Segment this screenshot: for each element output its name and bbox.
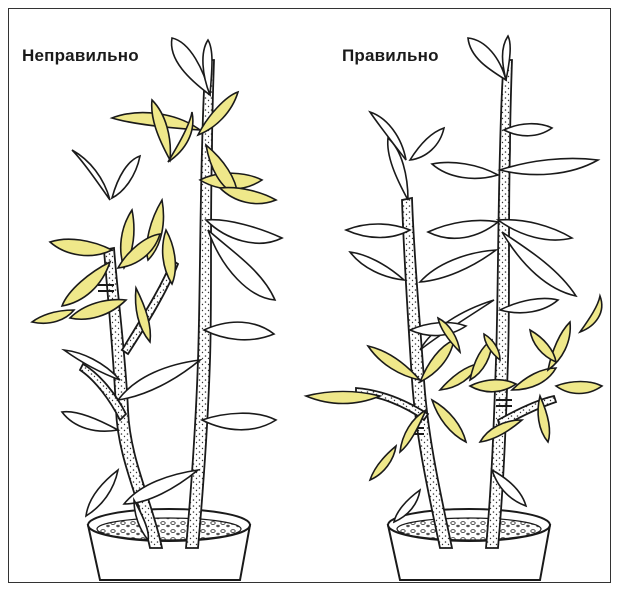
leaves-white-right xyxy=(346,36,598,522)
leaves-white-left xyxy=(62,38,282,540)
plant-incorrect xyxy=(32,38,282,580)
pot-left xyxy=(88,509,250,580)
plant-correct xyxy=(306,36,602,580)
pot-right xyxy=(388,509,550,580)
